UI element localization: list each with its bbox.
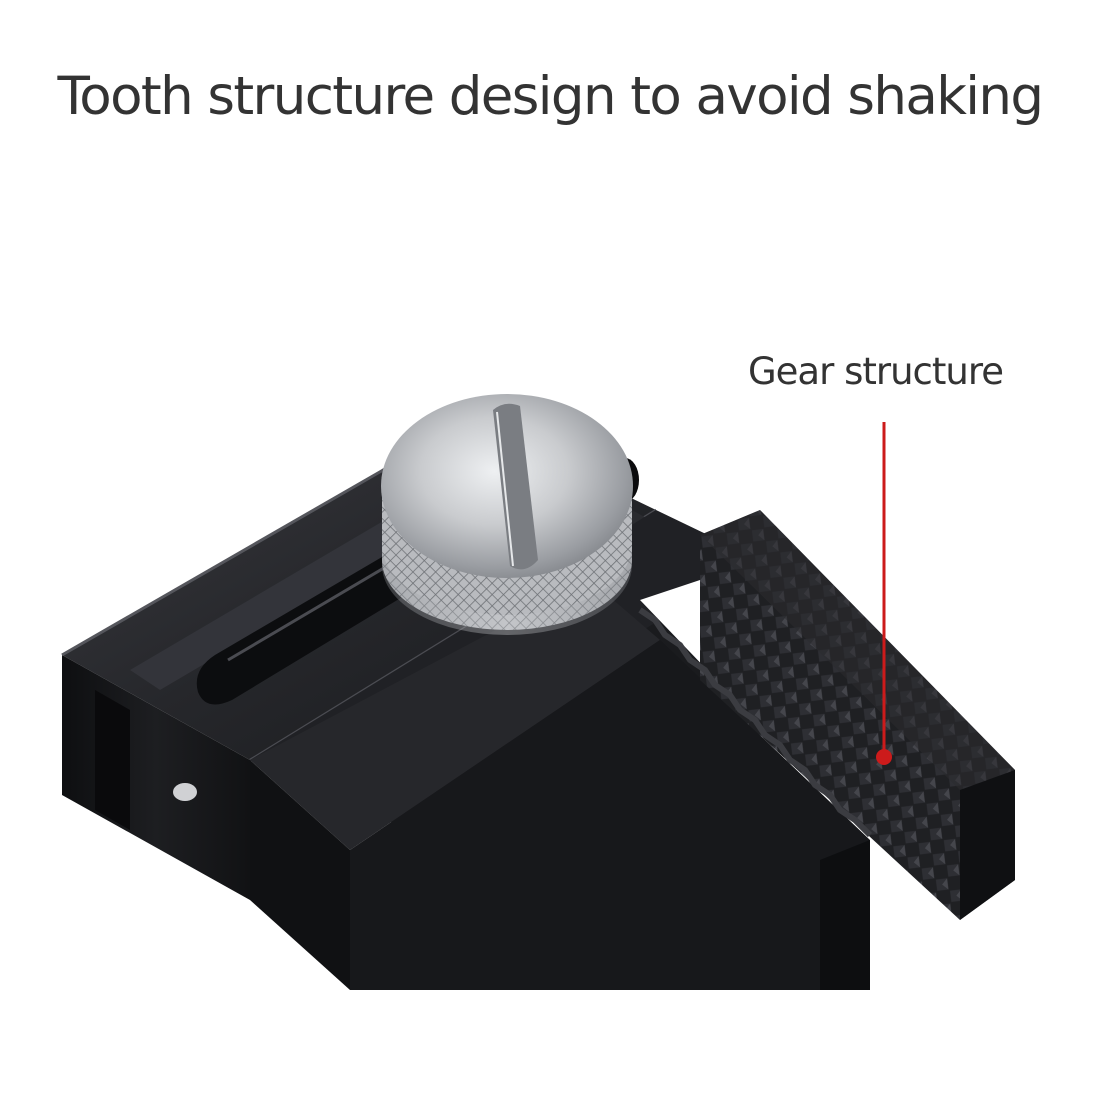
gear-structure-label: Gear structure [748, 350, 1004, 393]
thumb-screw [381, 394, 633, 635]
gear-structure-callout [876, 422, 892, 765]
headline: Tooth structure design to avoid shaking [57, 66, 1045, 127]
